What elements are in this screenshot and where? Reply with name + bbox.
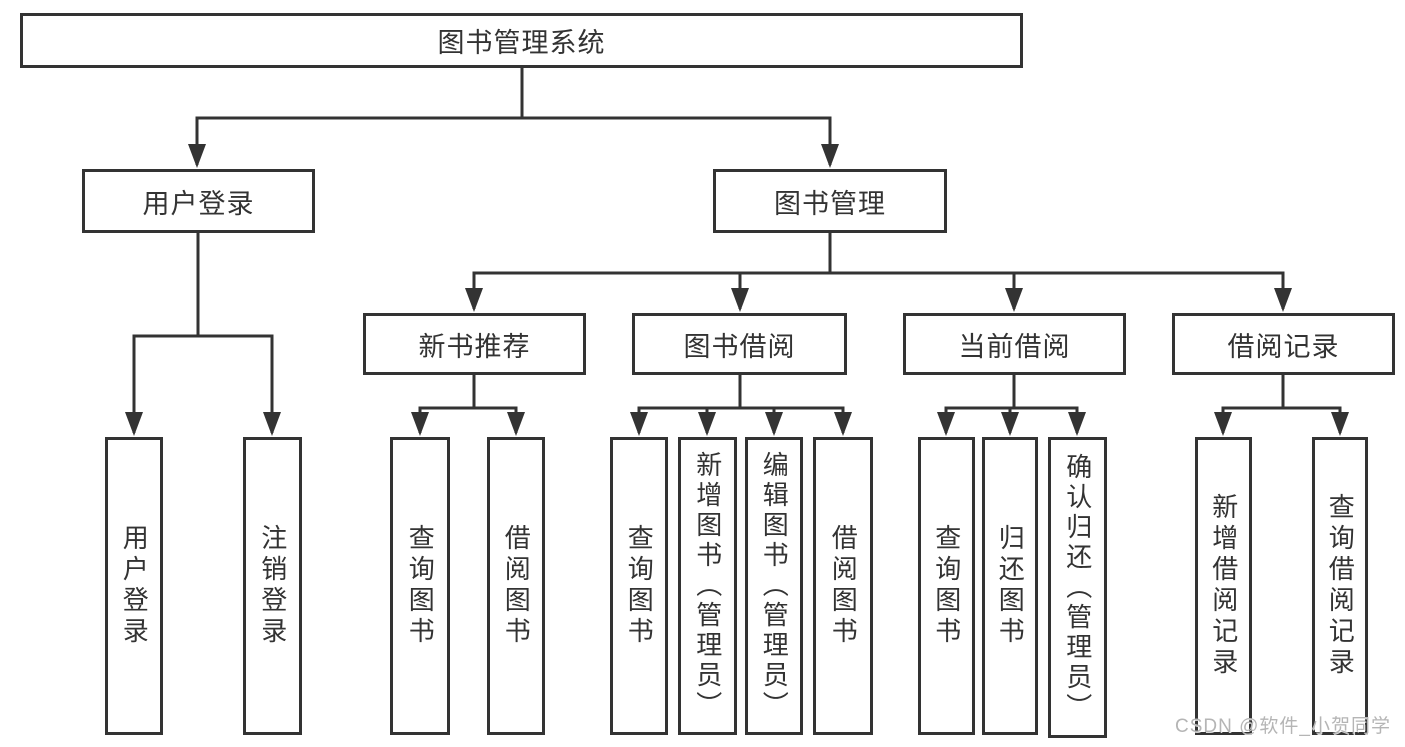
node-current-borrow: 当前借阅 (903, 313, 1126, 375)
node-user-login: 用户登录 (82, 169, 315, 233)
leaf-newbook-query: 查询图书 (390, 437, 450, 735)
leaf-newbook-query-label: 查询图书 (405, 524, 436, 648)
node-new-book-recommend-label: 新书推荐 (418, 331, 531, 362)
leaf-user-login: 用户登录 (105, 437, 163, 735)
leaf-newbook-borrow-label: 借阅图书 (501, 524, 532, 648)
node-book-borrow-label: 图书借阅 (683, 331, 796, 362)
leaf-logout-label: 注销登录 (257, 524, 288, 648)
leaf-record-add: 新增借阅记录 (1195, 437, 1252, 735)
leaf-newbook-borrow: 借阅图书 (487, 437, 545, 735)
leaf-borrow-query-label: 查询图书 (624, 524, 655, 648)
node-borrow-record: 借阅记录 (1172, 313, 1395, 375)
node-root-label: 图书管理系统 (437, 28, 606, 58)
node-book-management-label: 图书管理 (774, 188, 886, 219)
leaf-current-return-label: 归还图书 (995, 524, 1026, 648)
leaf-current-query: 查询图书 (918, 437, 975, 735)
leaf-current-confirm-admin-label: 确认归还（管理员） (1062, 452, 1093, 723)
node-root: 图书管理系统 (20, 13, 1023, 68)
csdn-watermark: CSDN @软件_小贺同学 (1175, 716, 1391, 737)
node-current-borrow-label: 当前借阅 (958, 331, 1071, 362)
node-user-login-label: 用户登录 (142, 188, 255, 219)
leaf-borrow-add-admin-label: 新增图书（管理员） (692, 451, 723, 721)
leaf-record-add-label: 新增借阅记录 (1208, 493, 1239, 679)
leaf-record-query: 查询借阅记录 (1312, 437, 1368, 735)
leaf-record-query-label: 查询借阅记录 (1325, 493, 1356, 679)
leaf-current-return: 归还图书 (982, 437, 1038, 735)
node-book-management: 图书管理 (713, 169, 947, 233)
leaf-user-login-label: 用户登录 (119, 524, 150, 648)
leaf-borrow-query: 查询图书 (610, 437, 668, 735)
leaf-borrow-add-admin: 新增图书（管理员） (678, 437, 737, 735)
node-borrow-record-label: 借阅记录 (1227, 331, 1340, 362)
leaf-borrow-borrow-label: 借阅图书 (828, 524, 859, 648)
leaf-borrow-edit-admin-label: 编辑图书（管理员） (759, 451, 790, 721)
leaf-borrow-borrow: 借阅图书 (813, 437, 873, 735)
leaf-logout: 注销登录 (243, 437, 302, 735)
node-book-borrow: 图书借阅 (632, 313, 847, 375)
leaf-current-query-label: 查询图书 (931, 524, 962, 648)
leaf-current-confirm-admin: 确认归还（管理员） (1048, 437, 1107, 738)
node-new-book-recommend: 新书推荐 (363, 313, 586, 375)
leaf-borrow-edit-admin: 编辑图书（管理员） (745, 437, 803, 735)
